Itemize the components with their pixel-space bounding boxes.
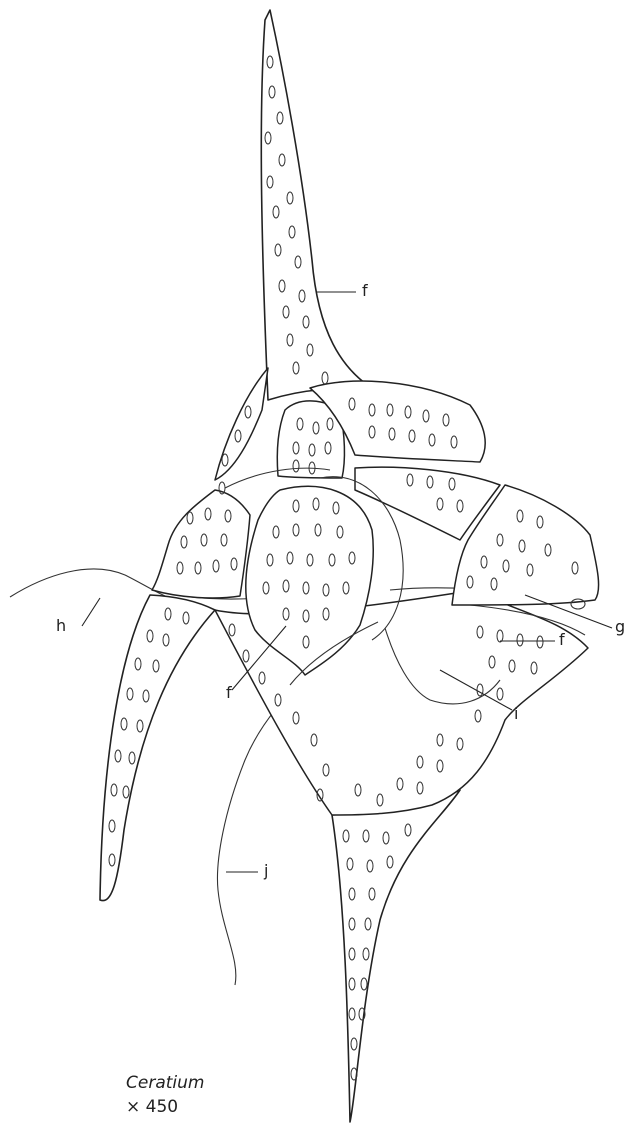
label-g: g [615, 617, 625, 636]
plate-left [152, 490, 250, 598]
plate-upper-left [215, 368, 268, 480]
label-j: j [264, 861, 268, 880]
caption-magnification: × 450 [126, 1097, 178, 1117]
caption-organism-name: Ceratium [126, 1073, 204, 1093]
apical-horn [261, 10, 378, 400]
label-h: h [56, 616, 66, 635]
label-f-right: f [559, 630, 565, 649]
label-f-left: f [226, 683, 232, 702]
label-f-top: f [362, 281, 368, 300]
leader-h [82, 598, 100, 626]
left-antapical-horn [100, 595, 215, 901]
label-i: i [514, 704, 518, 723]
